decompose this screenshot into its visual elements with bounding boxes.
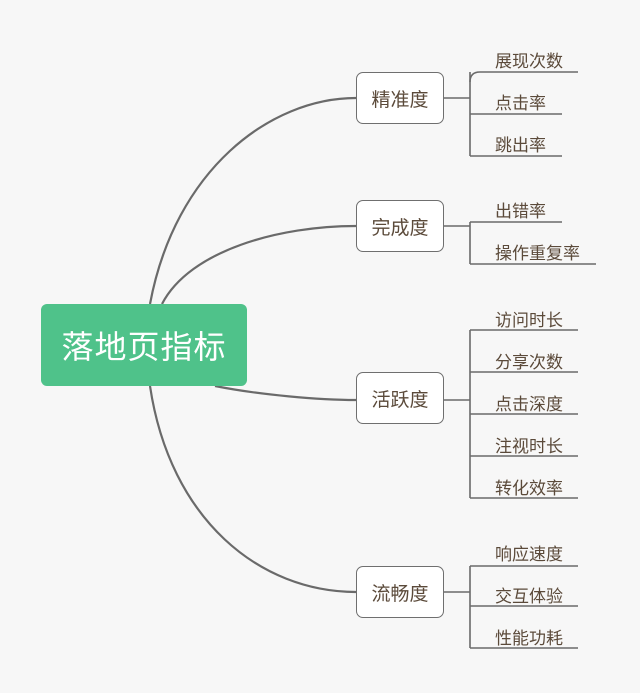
- leaf-node: 交互体验: [495, 587, 563, 607]
- leaf-node: 响应速度: [495, 545, 563, 565]
- leaf-node: 点击深度: [495, 395, 563, 415]
- leaf-node: 分享次数: [495, 353, 563, 373]
- root-node: 落地页指标: [41, 304, 247, 386]
- leaf-links-branch-1: [444, 71, 578, 157]
- leaf-node: 注视时长: [495, 437, 563, 457]
- leaf-links-branch-4: [444, 565, 578, 649]
- branch-node-4: 流畅度: [356, 566, 444, 618]
- leaf-node: 展现次数: [495, 52, 563, 72]
- branch-node-2: 完成度: [356, 200, 444, 252]
- leaf-node: 点击率: [495, 94, 546, 114]
- link-root-branch-2: [161, 224, 357, 305]
- leaf-node: 访问时长: [495, 311, 563, 331]
- link-root-branch-3: [214, 384, 357, 402]
- branch-node-3: 活跃度: [356, 372, 444, 424]
- link-root-branch-1: [148, 96, 357, 305]
- leaf-node: 转化效率: [495, 479, 563, 499]
- leaf-node: 出错率: [495, 202, 546, 222]
- leaf-node: 操作重复率: [495, 244, 580, 264]
- leaf-node: 跳出率: [495, 136, 546, 156]
- leaf-links-branch-2: [444, 221, 596, 265]
- leaf-node: 性能功耗: [495, 629, 563, 649]
- branch-node-1: 精准度: [356, 72, 444, 124]
- leaf-links-branch-3: [444, 329, 578, 499]
- link-root-branch-4: [148, 385, 357, 594]
